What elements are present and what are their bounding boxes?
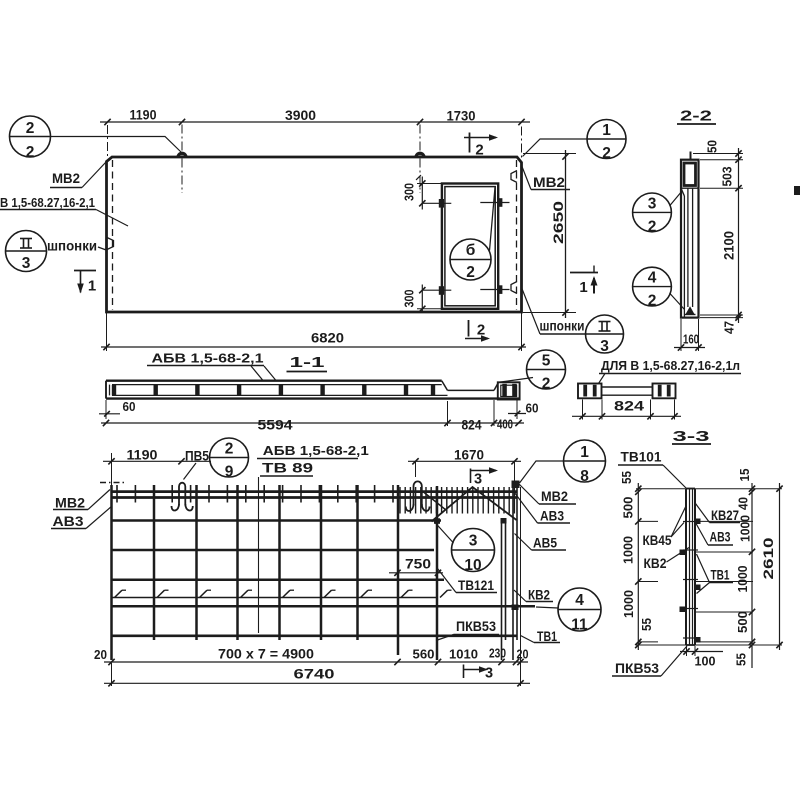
- svg-text:1190: 1190: [130, 107, 157, 123]
- svg-text:60: 60: [526, 401, 539, 416]
- svg-text:40: 40: [736, 497, 751, 510]
- svg-text:2: 2: [26, 144, 35, 161]
- svg-text:160: 160: [683, 332, 699, 347]
- svg-text:500: 500: [735, 611, 750, 633]
- svg-text:55: 55: [619, 471, 634, 484]
- svg-text:шпонки: шпонки: [47, 239, 97, 254]
- svg-text:1000: 1000: [621, 536, 636, 564]
- svg-text:КВ45: КВ45: [643, 533, 672, 548]
- svg-text:15: 15: [737, 469, 752, 482]
- svg-text:3: 3: [485, 666, 493, 682]
- svg-text:3: 3: [648, 195, 657, 212]
- svg-text:МВ2: МВ2: [55, 496, 85, 511]
- svg-text:2100: 2100: [722, 231, 737, 260]
- svg-text:2: 2: [475, 142, 483, 159]
- svg-text:3: 3: [600, 338, 609, 355]
- svg-text:8: 8: [580, 468, 589, 485]
- svg-text:ПКВ53: ПКВ53: [456, 619, 496, 634]
- svg-text:2650: 2650: [550, 201, 566, 244]
- svg-text:1010: 1010: [449, 647, 478, 662]
- svg-text:АВ3: АВ3: [540, 509, 564, 524]
- svg-text:4: 4: [648, 270, 657, 287]
- svg-text:АБВ 1,5-68-2,1: АБВ 1,5-68-2,1: [263, 443, 369, 458]
- svg-text:ТВ1: ТВ1: [711, 568, 730, 583]
- svg-text:ТВ121: ТВ121: [458, 578, 494, 593]
- svg-text:ДЛЯ В 1,5-68.27,16-2,1л: ДЛЯ В 1,5-68.27,16-2,1л: [601, 359, 740, 373]
- svg-text:11: 11: [571, 617, 588, 634]
- svg-text:2: 2: [26, 120, 35, 137]
- svg-text:КВ2: КВ2: [644, 556, 667, 571]
- svg-text:ПВ5: ПВ5: [185, 449, 209, 464]
- svg-text:МВ2: МВ2: [541, 489, 568, 504]
- svg-text:2-2: 2-2: [680, 108, 712, 125]
- svg-text:750: 750: [405, 557, 431, 572]
- svg-text:1000: 1000: [621, 590, 636, 618]
- svg-text:20: 20: [94, 647, 107, 662]
- svg-text:2: 2: [477, 322, 485, 339]
- svg-text:2: 2: [225, 441, 234, 458]
- svg-text:1: 1: [579, 279, 587, 296]
- svg-text:560: 560: [413, 647, 435, 662]
- svg-text:230: 230: [489, 646, 506, 661]
- svg-text:1000: 1000: [738, 515, 753, 542]
- svg-text:КВ27: КВ27: [711, 508, 739, 523]
- svg-text:503: 503: [720, 167, 735, 187]
- svg-text:2: 2: [648, 293, 657, 310]
- svg-text:1730: 1730: [447, 108, 476, 124]
- svg-text:1: 1: [580, 444, 589, 461]
- svg-text:МВ2: МВ2: [52, 171, 80, 186]
- svg-text:400: 400: [497, 417, 513, 432]
- svg-text:6820: 6820: [311, 330, 344, 346]
- svg-text:55: 55: [639, 618, 654, 631]
- svg-text:б: б: [466, 242, 476, 259]
- svg-text:1670: 1670: [454, 448, 484, 463]
- svg-text:47: 47: [722, 321, 737, 334]
- svg-text:шпонки: шпонки: [540, 319, 585, 334]
- svg-text:5594: 5594: [258, 417, 293, 433]
- svg-text:КВ2: КВ2: [528, 588, 550, 603]
- svg-text:824: 824: [462, 418, 482, 433]
- svg-text:300: 300: [403, 183, 417, 201]
- svg-text:4: 4: [575, 592, 584, 609]
- svg-text:5: 5: [542, 353, 551, 370]
- svg-text:2: 2: [648, 218, 657, 235]
- svg-text:В 1,5-68.27,16-2,1: В 1,5-68.27,16-2,1: [0, 195, 95, 210]
- svg-text:100: 100: [695, 654, 716, 669]
- svg-text:500: 500: [621, 497, 636, 519]
- svg-text:ТВ101: ТВ101: [621, 450, 662, 465]
- svg-text:АВ5: АВ5: [533, 536, 557, 551]
- svg-text:20: 20: [517, 647, 529, 662]
- svg-text:9: 9: [225, 464, 234, 481]
- svg-text:ТВ1: ТВ1: [537, 629, 557, 644]
- svg-text:1: 1: [88, 278, 96, 295]
- svg-text:2: 2: [602, 145, 611, 162]
- svg-text:АВ3: АВ3: [710, 530, 731, 545]
- svg-text:3: 3: [469, 533, 478, 550]
- svg-text:50: 50: [705, 140, 720, 153]
- svg-text:700 x 7 = 4900: 700 x 7 = 4900: [218, 647, 314, 662]
- svg-text:1: 1: [602, 122, 611, 139]
- svg-text:55: 55: [734, 653, 749, 666]
- svg-text:АВ3: АВ3: [53, 514, 85, 529]
- svg-text:824: 824: [614, 399, 645, 414]
- svg-text:6740: 6740: [294, 666, 335, 682]
- svg-text:ТВ 89: ТВ 89: [262, 461, 313, 476]
- svg-text:3-3: 3-3: [673, 428, 710, 445]
- svg-text:2610: 2610: [761, 538, 776, 580]
- svg-text:60: 60: [123, 399, 136, 414]
- svg-text:ПКВ53: ПКВ53: [615, 661, 659, 676]
- svg-text:МВ2: МВ2: [533, 175, 565, 190]
- svg-text:10: 10: [464, 557, 481, 574]
- svg-text:1190: 1190: [127, 448, 158, 463]
- svg-text:1-1: 1-1: [290, 354, 325, 371]
- svg-text:300: 300: [403, 289, 417, 307]
- svg-text:АБВ 1,5-68-2,1: АБВ 1,5-68-2,1: [152, 351, 264, 366]
- svg-text:1000: 1000: [735, 566, 750, 593]
- svg-text:2: 2: [542, 376, 551, 393]
- svg-text:3: 3: [22, 255, 31, 272]
- svg-text:3: 3: [474, 472, 482, 488]
- svg-text:3900: 3900: [285, 107, 316, 123]
- svg-text:2: 2: [466, 264, 475, 281]
